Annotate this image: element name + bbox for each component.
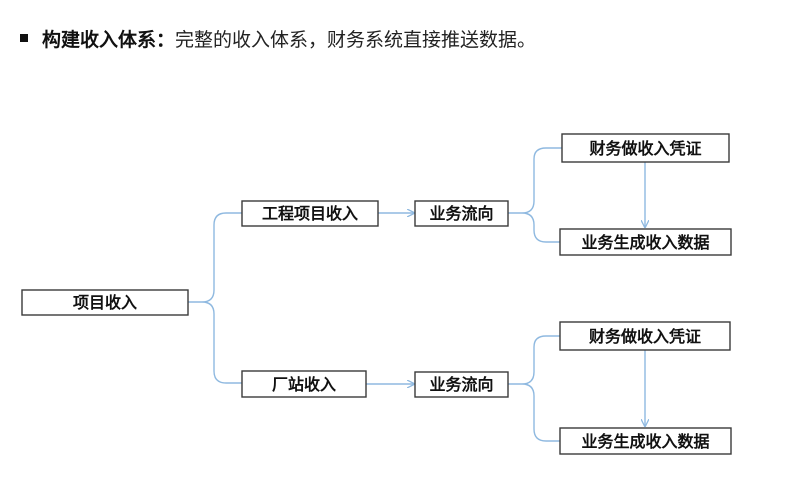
branch1-flow-label: 业务流向 — [429, 204, 493, 223]
branch1-node: 工程项目收入 — [241, 200, 379, 227]
branch2-voucher-label: 财务做收入凭证 — [588, 327, 701, 346]
bullet-item: 构建收入体系： 完整的收入体系，财务系统直接推送数据。 — [20, 24, 536, 52]
bullet-heading: 构建收入体系： — [42, 28, 176, 51]
bullet-text: 完整的收入体系，财务系统直接推送数据。 — [175, 28, 537, 51]
branch2-data-label: 业务生成收入数据 — [581, 432, 709, 451]
branch2-flow-label: 业务流向 — [429, 375, 493, 394]
branch1-flow-connector — [508, 147, 562, 243]
branch2-voucher-node: 财务做收入凭证 — [559, 321, 731, 351]
branch1-voucher-node: 财务做收入凭证 — [561, 133, 730, 163]
branch2-node: 厂站收入 — [241, 370, 367, 398]
branch1-voucher-label: 财务做收入凭证 — [588, 139, 701, 158]
branch1-flow-node: 业务流向 — [414, 200, 509, 227]
branch2-data-node: 业务生成收入数据 — [559, 427, 732, 455]
branch2-flow-node: 业务流向 — [414, 371, 509, 398]
branch1-data-node: 业务生成收入数据 — [559, 228, 732, 256]
branch1-data-label: 业务生成收入数据 — [581, 233, 709, 252]
branch2-flow-connector — [508, 335, 560, 442]
branch1-node-label: 工程项目收入 — [262, 204, 358, 223]
root-node-label: 项目收入 — [73, 293, 137, 312]
root-node: 项目收入 — [21, 289, 189, 316]
branch2-node-label: 厂站收入 — [272, 375, 336, 394]
root-connector — [188, 212, 242, 384]
bullet-square-icon — [20, 34, 28, 42]
